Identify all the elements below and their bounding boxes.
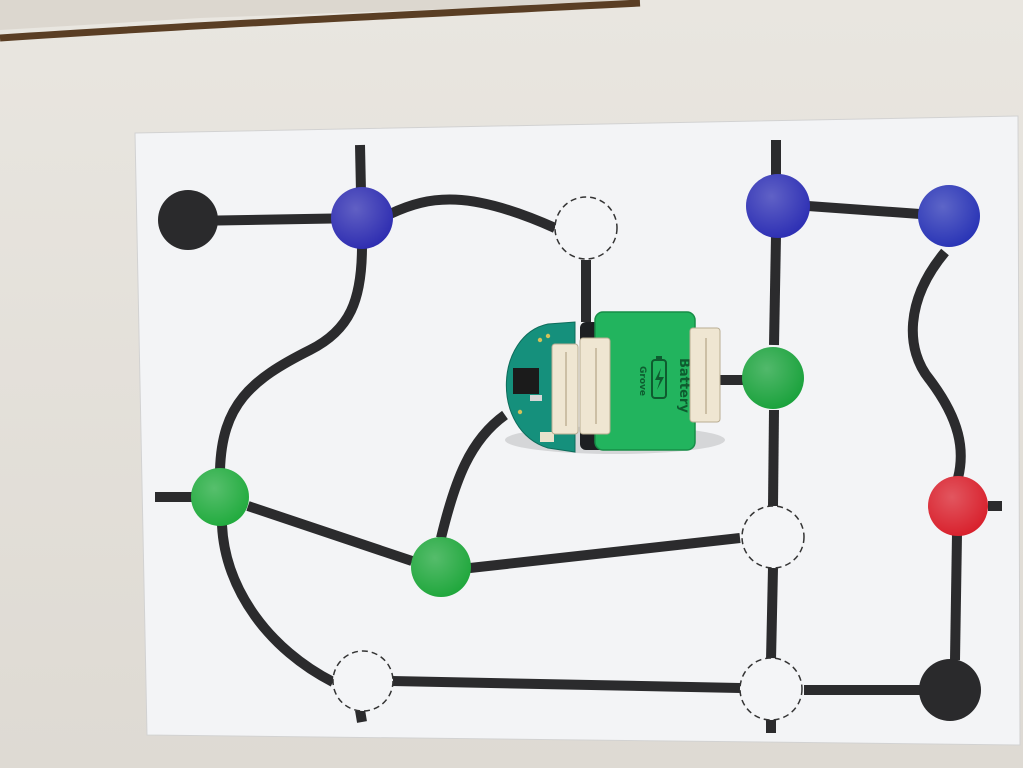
empty-node xyxy=(739,657,803,721)
connector xyxy=(689,327,721,423)
empty-node xyxy=(332,650,394,712)
connector xyxy=(579,337,611,435)
brand-label: Grove xyxy=(637,366,647,396)
battery-charge-icon xyxy=(655,368,664,390)
green-nodes xyxy=(191,347,804,597)
black-node xyxy=(158,190,218,250)
robot: Battery Grove xyxy=(505,311,725,454)
wood-trim xyxy=(0,0,640,30)
blue-nodes xyxy=(331,174,980,249)
module-label: Battery xyxy=(676,358,691,413)
empty-node xyxy=(741,505,805,569)
empty-nodes xyxy=(332,196,805,721)
connector xyxy=(551,343,579,435)
black-node xyxy=(919,659,981,721)
empty-node xyxy=(554,196,618,260)
track-lines xyxy=(155,140,1002,733)
wood-edge xyxy=(0,0,641,42)
